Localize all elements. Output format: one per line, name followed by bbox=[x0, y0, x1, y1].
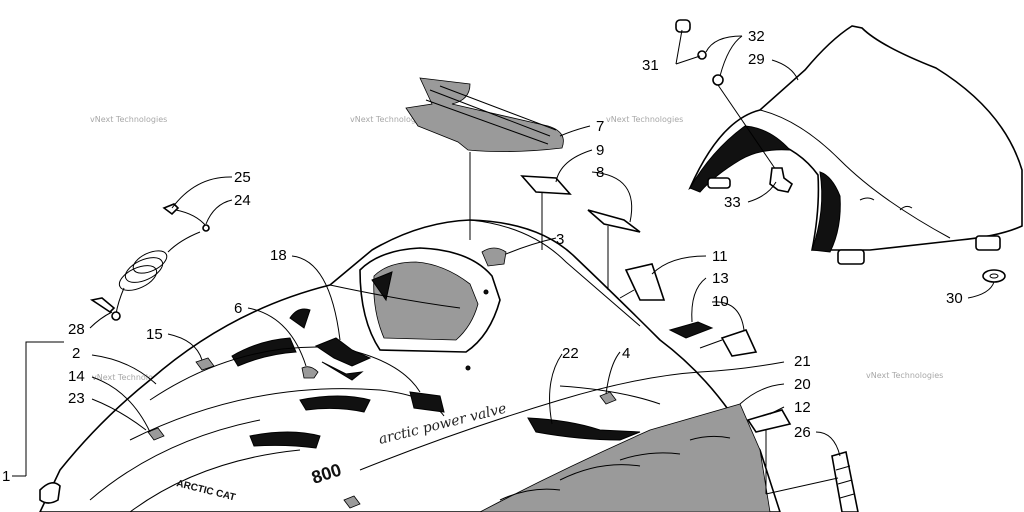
watermark: vNext Technologies bbox=[866, 371, 943, 380]
callout-25: 25 bbox=[234, 169, 251, 186]
decal-8 bbox=[587, 209, 641, 233]
callout-18: 18 bbox=[270, 247, 287, 264]
callout-11: 11 bbox=[712, 248, 728, 265]
windshield bbox=[688, 25, 1023, 265]
callout-4: 4 bbox=[622, 345, 630, 362]
callout-22: 22 bbox=[562, 345, 579, 362]
watermark: vNext Technologies bbox=[350, 115, 427, 124]
watermark: vNext Technologies bbox=[606, 115, 683, 124]
watermark: vNext Technologies bbox=[90, 115, 167, 124]
callout-20: 20 bbox=[794, 376, 811, 393]
callout-6: 6 bbox=[234, 300, 242, 317]
callout-13: 13 bbox=[712, 270, 729, 287]
callout-31: 31 bbox=[642, 57, 659, 74]
small-decals bbox=[520, 175, 792, 433]
windshield-tab bbox=[707, 177, 731, 189]
callout-14: 14 bbox=[68, 368, 85, 385]
callout-3: 3 bbox=[556, 231, 564, 248]
callout-28: 28 bbox=[68, 321, 85, 338]
decal-11 bbox=[624, 263, 666, 301]
top-decal bbox=[405, 77, 564, 152]
callout-26: 26 bbox=[794, 424, 811, 441]
callout-33: 33 bbox=[724, 194, 741, 211]
decal-10 bbox=[720, 329, 758, 357]
washer bbox=[982, 269, 1006, 283]
callout-2: 2 bbox=[72, 345, 80, 362]
decal-13 bbox=[668, 321, 714, 339]
callout-15: 15 bbox=[146, 326, 163, 343]
hood-strap bbox=[831, 450, 859, 512]
callout-1: 1 bbox=[2, 468, 10, 485]
callout-30: 30 bbox=[946, 290, 963, 307]
windshield-tab bbox=[837, 249, 865, 265]
tether-cord bbox=[89, 203, 210, 321]
callout-24: 24 bbox=[234, 192, 251, 209]
windshield-tab bbox=[975, 235, 1001, 251]
callout-29: 29 bbox=[748, 51, 765, 68]
leader-lines bbox=[12, 29, 995, 477]
callout-12: 12 bbox=[794, 399, 811, 416]
callout-23: 23 bbox=[68, 390, 85, 407]
callouts: 1 2 3 4 6 7 8 9 10 11 12 13 14 15 18 20 … bbox=[2, 28, 963, 485]
windshield-hardware bbox=[675, 19, 1006, 283]
callout-10: 10 bbox=[712, 293, 729, 310]
decal-9 bbox=[520, 175, 572, 195]
callout-9: 9 bbox=[596, 142, 604, 159]
decal-12 bbox=[746, 409, 792, 433]
callout-7: 7 bbox=[596, 118, 604, 135]
callout-21: 21 bbox=[794, 353, 811, 370]
callout-8: 8 bbox=[596, 164, 604, 181]
guide-lines bbox=[469, 152, 839, 495]
callout-32: 32 bbox=[748, 28, 765, 45]
hood-body: ARCTIC CAT arctic power valve 800 bbox=[39, 219, 781, 512]
watermark: vNext Technologies bbox=[92, 373, 169, 382]
